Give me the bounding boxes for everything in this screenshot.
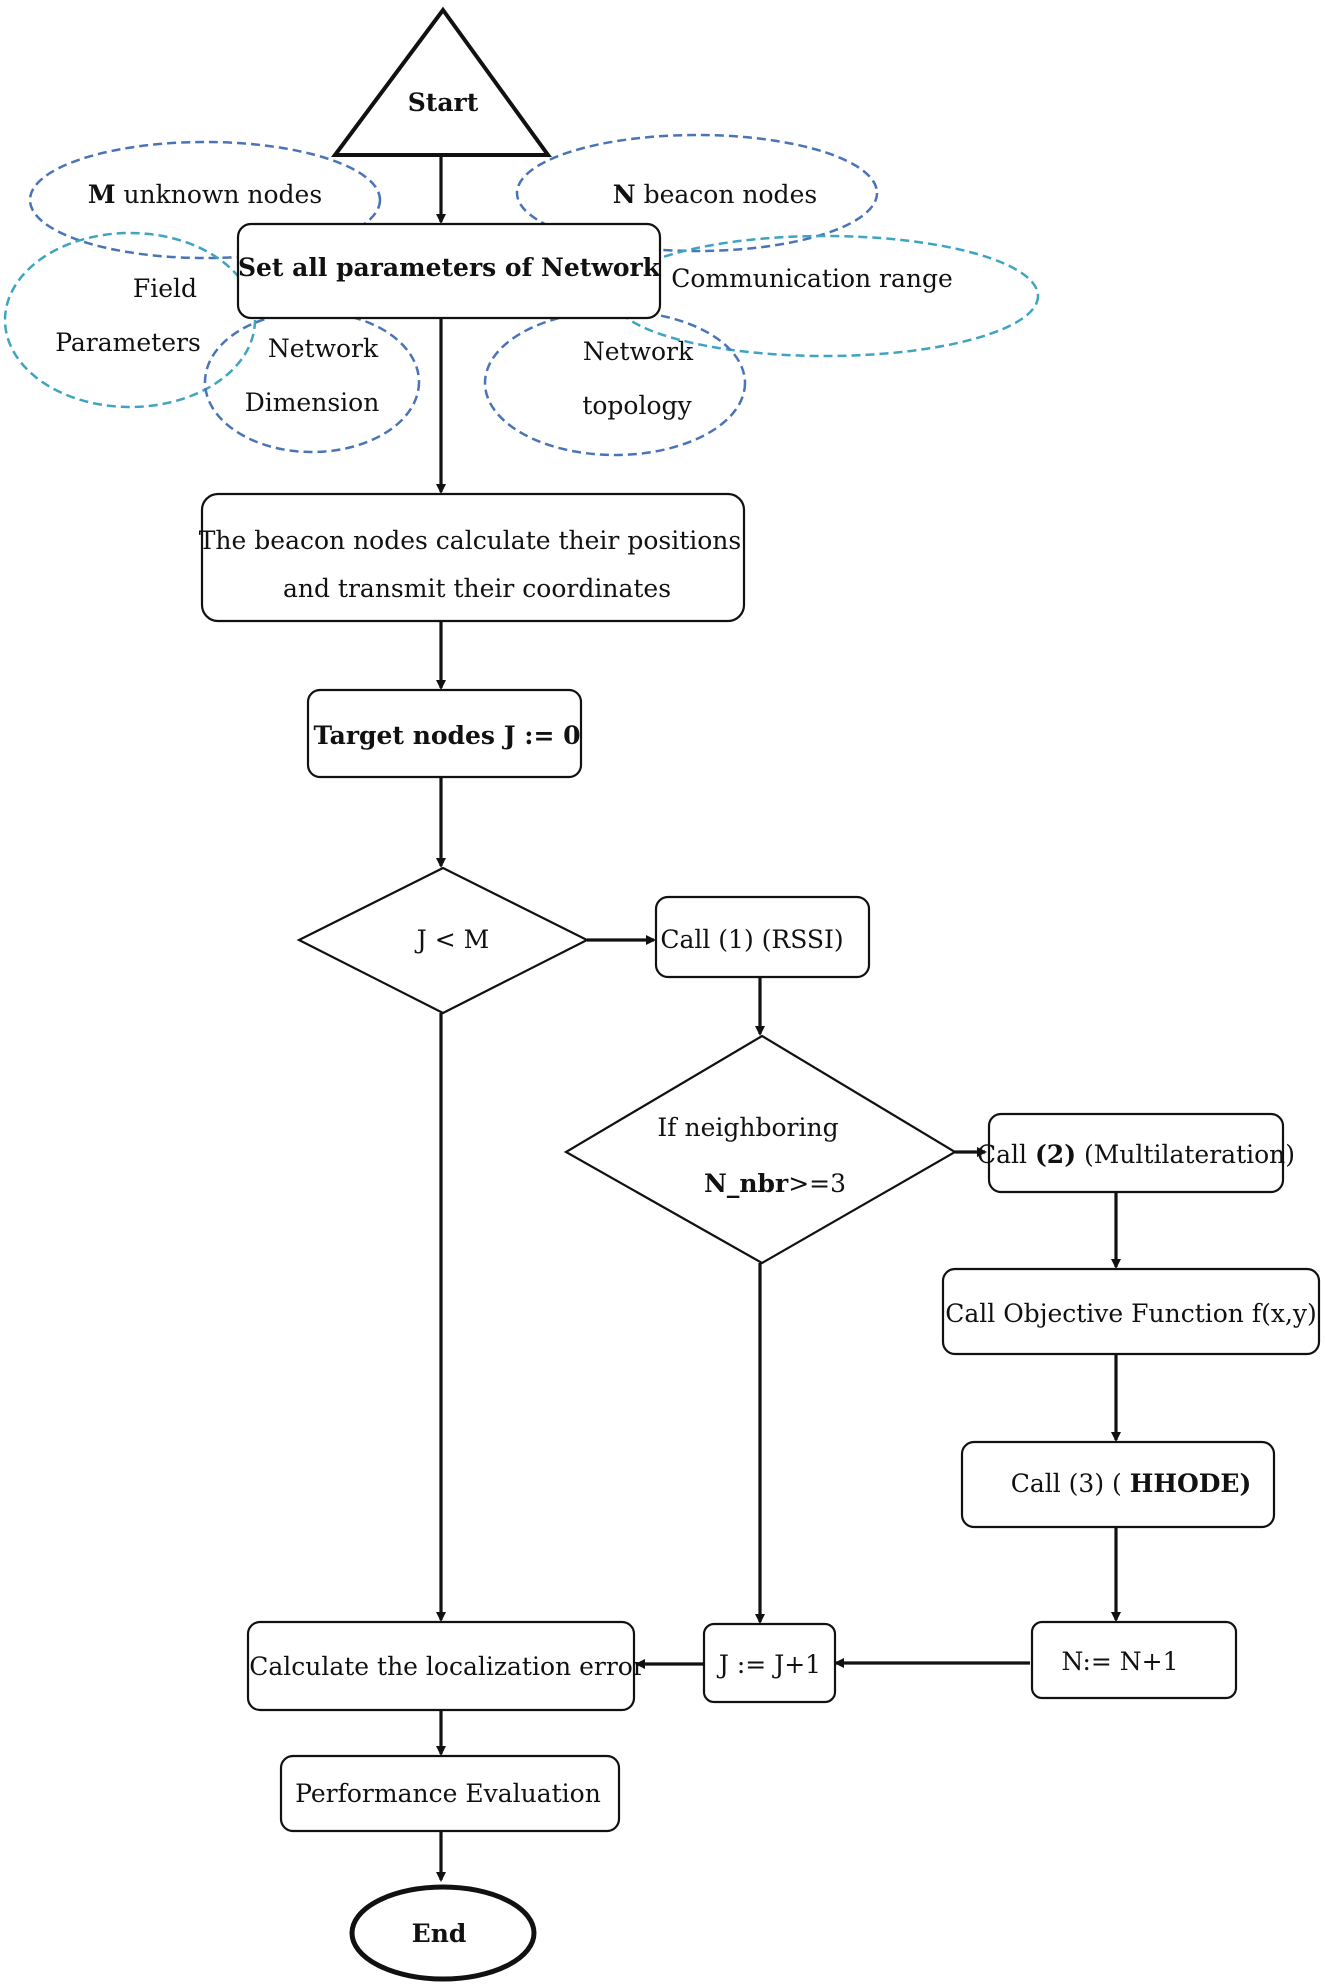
rssi-box: [654, 895, 871, 979]
unknown-nodes-ellipse: [28, 140, 382, 260]
target-init-label: Target nodes J := 0: [313, 721, 580, 750]
unknown-nodes-text: unknown nodes: [116, 180, 323, 209]
start-node: Start: [331, 6, 552, 157]
j-increment-node: J := J+1: [702, 1622, 837, 1704]
network-topology-line2: topology: [582, 391, 692, 420]
beacon-calculation-line1: The beacon nodes calculate their positio…: [199, 526, 741, 555]
hhode-label: Call (3) ( HHODE): [1011, 1469, 1252, 1498]
objective-function-node: Call Objective Function f(x,y): [941, 1267, 1321, 1356]
multilateration-rest: (Multilateration): [1076, 1140, 1295, 1169]
neighbor-decision-node: If neighboring N_nbr>=3: [563, 1034, 958, 1265]
hhode-box: [960, 1440, 1276, 1529]
multilateration-prefix: Call: [977, 1140, 1035, 1169]
unknown-nodes-letter: M: [88, 180, 116, 209]
communication-range-label: Communication range: [671, 264, 953, 293]
neighbor-decision-line2: N_nbr>=3: [704, 1169, 846, 1198]
beacon-nodes-label: N beacon nodes: [613, 180, 817, 209]
beacon-nodes-text: beacon nodes: [636, 180, 818, 209]
network-topology-ellipse: [483, 309, 747, 457]
loop-decision-diamond: [296, 866, 590, 1015]
beacon-calculation-box: [200, 492, 746, 623]
end-ellipse: [349, 1884, 537, 1982]
set-parameters-node: Set all parameters of Network: [236, 222, 662, 320]
rssi-label: Call (1) (RSSI): [660, 925, 843, 954]
beacon-calculation-node: The beacon nodes calculate their positio…: [199, 492, 746, 623]
n-increment-node: N:= N+1: [1030, 1620, 1238, 1700]
target-init-box: [306, 688, 583, 779]
set-parameters-label: Set all parameters of Network: [238, 253, 661, 282]
multilateration-node: Call (2) (Multilateration): [977, 1112, 1295, 1194]
localization-error-box: [246, 1620, 636, 1712]
j-increment-label: J := J+1: [716, 1650, 821, 1679]
neighbor-decision-line1: If neighboring: [657, 1113, 838, 1142]
network-dimension-ellipse: [203, 310, 421, 454]
end-label: End: [412, 1919, 467, 1948]
performance-label: Performance Evaluation: [295, 1779, 601, 1808]
performance-node: Performance Evaluation: [279, 1754, 621, 1833]
field-label: Field: [133, 274, 197, 303]
n-increment-label: N:= N+1: [1061, 1647, 1178, 1676]
neighbor-count-variable: N_nbr: [704, 1169, 789, 1198]
hhode-node: Call (3) ( HHODE): [960, 1440, 1276, 1529]
hhode-prefix: Call (3) (: [1011, 1469, 1130, 1498]
field-parameters-ellipse: [3, 231, 257, 409]
performance-box: [279, 1754, 621, 1833]
rssi-node: Call (1) (RSSI): [654, 895, 871, 979]
hhode-name: HHODE): [1130, 1469, 1252, 1498]
connectors: [436, 155, 1121, 1882]
start-triangle: [331, 6, 552, 157]
neighbor-count-condition: >=3: [788, 1169, 846, 1198]
loop-decision-label: J < M: [414, 925, 489, 954]
start-label: Start: [408, 88, 479, 117]
network-dimension-line2: Dimension: [245, 388, 380, 417]
unknown-nodes-label: M unknown nodes: [88, 180, 322, 209]
target-init-node: Target nodes J := 0: [306, 688, 583, 779]
j-increment-box: [702, 1622, 837, 1704]
beacon-nodes-letter: N: [613, 180, 636, 209]
multilateration-box: [987, 1112, 1285, 1194]
end-node: End: [349, 1884, 537, 1982]
set-parameters-box: [236, 222, 662, 320]
network-topology-line1: Network: [583, 337, 694, 366]
multilateration-number: (2): [1035, 1140, 1076, 1169]
beacon-nodes-ellipse: [515, 133, 879, 253]
localization-error-label: Calculate the localization error: [249, 1652, 645, 1681]
objective-function-box: [941, 1267, 1321, 1356]
n-increment-box: [1030, 1620, 1238, 1700]
parameters-label: Parameters: [55, 328, 201, 357]
localization-error-node: Calculate the localization error: [246, 1620, 645, 1712]
parameter-ellipses: [3, 133, 1040, 457]
multilateration-label: Call (2) (Multilateration): [977, 1140, 1295, 1169]
objective-function-label: Call Objective Function f(x,y): [945, 1299, 1317, 1328]
neighbor-decision-diamond: [563, 1034, 958, 1265]
loop-decision-node: J < M: [296, 866, 590, 1015]
network-dimension-line1: Network: [268, 334, 379, 363]
beacon-calculation-line2: and transmit their coordinates: [283, 574, 671, 603]
